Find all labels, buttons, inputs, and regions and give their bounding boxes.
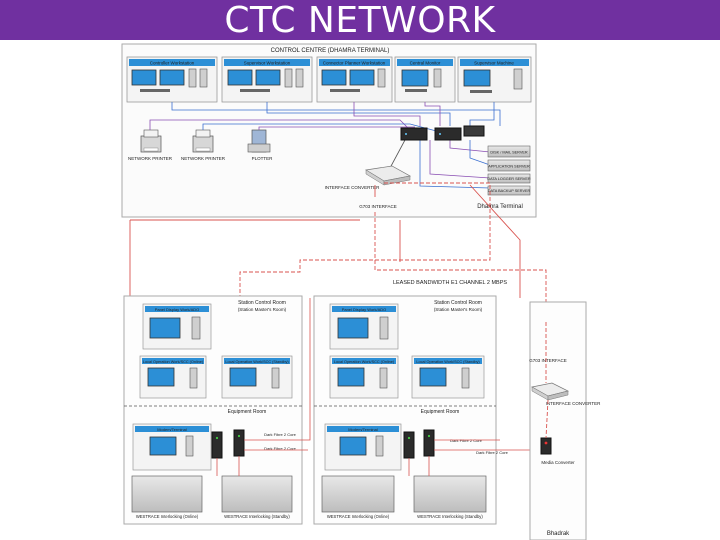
monitor-icon	[401, 68, 442, 92]
tower-icon	[189, 367, 198, 389]
interlocking-label: WESTRACE Interlocking (Standby)	[417, 514, 483, 519]
title-bar	[0, 0, 720, 40]
monitor-icon	[149, 436, 177, 456]
plotter-icon	[247, 129, 271, 153]
printer-label: NETWORK PRINTER	[181, 156, 226, 161]
interlocking-rack	[221, 475, 293, 513]
server-rack	[487, 145, 531, 196]
tower-icon	[185, 435, 194, 457]
equipment-room-label: Equipment Room	[421, 409, 460, 415]
workstation-group: Controller Workstation Supervisor Workst…	[126, 56, 532, 103]
monitor-icon	[463, 68, 523, 93]
monitor-label: Panel Display Work/ADO	[155, 307, 200, 312]
tower-icon	[191, 316, 201, 340]
media-converter-label: Media Converter	[541, 460, 575, 465]
tower-icon	[271, 367, 280, 389]
interlocking-rack	[131, 475, 203, 513]
workstation-label: Controller Workstation	[150, 61, 195, 66]
station-room-subtitle: (Station Master's Room)	[238, 307, 287, 312]
switch-icon	[400, 125, 485, 141]
monitor-icon	[339, 436, 367, 456]
g703-label: G703 INTERFACE	[359, 204, 397, 209]
tower-icon	[461, 367, 470, 389]
server-label: DATA LOGGER SERVER	[487, 177, 531, 181]
interlocking-rack	[413, 475, 487, 513]
workstation-label: Supervisor Machine	[474, 61, 514, 66]
interface-converter-label: INTERFACE CONVERTER	[325, 185, 380, 190]
interface-converter-icon	[365, 165, 412, 186]
bhadrak-section: G703 INTERFACE INTERFACE CONVERTER Media…	[529, 301, 601, 540]
printer-icon	[192, 129, 214, 153]
workstation-label: Central Monitor	[410, 61, 441, 66]
interlocking-label: WESTRACE Interlocking (Online)	[136, 514, 199, 519]
monitor-icon	[337, 367, 365, 387]
tower-icon	[379, 316, 389, 340]
monitor-label: Panel Display Work/ADO	[342, 307, 387, 312]
station-room-subtitle: (Station Master's Room)	[434, 307, 483, 312]
terminal-label: Dhamra Terminal	[477, 204, 523, 210]
station-section: Station Control Room (Station Master's R…	[313, 295, 509, 525]
monitor-icon	[419, 367, 447, 387]
monitor-icon	[337, 317, 369, 339]
workstation-label: Supervisor Workstation	[244, 61, 291, 66]
server-label: APPLICATION SERVER	[488, 165, 530, 169]
monitor-label: Local Operation Work/SCC (Online)	[143, 360, 204, 364]
fibre-label: Dark Fibre 2 Core	[450, 438, 483, 443]
server-label: DATA BACKUP SERVER	[488, 189, 531, 193]
interlocking-label: WESTRACE Interlocking (Standby)	[224, 514, 290, 519]
monitor-icon	[131, 68, 208, 92]
monitor-icon	[229, 367, 257, 387]
interface-converter-label: INTERFACE CONVERTER	[546, 401, 601, 406]
plotter-label: PLOTTER	[252, 156, 274, 161]
station-room-title: Station Control Room	[238, 300, 286, 306]
bhadrak-box	[529, 301, 587, 540]
fibre-label: Dark Fibre 2 Core	[264, 446, 297, 451]
network-diagram: CONTROL CENTRE (DHAMRA TERMINAL) Control…	[121, 43, 601, 540]
workstation-label: Connector Planner Workstation	[323, 61, 386, 66]
interlocking-label: WESTRACE Interlocking (Online)	[327, 514, 390, 519]
tower-icon	[375, 435, 384, 457]
equipment-room-label: Equipment Room	[228, 409, 267, 415]
server-label: DISK / MAIL SERVER	[490, 151, 528, 155]
monitor-icon	[147, 367, 175, 387]
station-section: Station Control Room (Station Master's R…	[123, 295, 303, 525]
control-centre-heading: CONTROL CENTRE (DHAMRA TERMINAL)	[271, 48, 390, 54]
g703-label: G703 INTERFACE	[529, 358, 567, 363]
tower-icon	[379, 367, 388, 389]
monitor-label: Local Operation Work/SCC (Standby)	[416, 360, 480, 364]
station-room-title: Station Control Room	[434, 300, 482, 306]
printer-icon	[140, 129, 162, 153]
monitor-icon	[321, 68, 386, 92]
interlocking-rack	[321, 475, 395, 513]
lan-links	[149, 102, 501, 189]
media-converter-icon	[540, 437, 552, 455]
monitor-label: Local Operation Work/SCC (Online)	[334, 360, 395, 364]
monitor-icon	[227, 68, 304, 92]
terminal-label: Modem/Terminal	[157, 427, 187, 432]
leased-link-label: LEASED BANDWIDTH E1 CHANNEL 2 MBPS	[393, 280, 507, 286]
fibre-label: Dark Fibre 2 Core	[264, 432, 297, 437]
page-title: CTC NETWORK	[224, 0, 496, 41]
terminal-label: Modem/Terminal	[348, 427, 378, 432]
monitor-icon	[149, 317, 181, 339]
bhadrak-links	[545, 322, 549, 439]
fibre-label: Dark Fibre 2 Core	[476, 450, 509, 455]
printer-label: NETWORK PRINTER	[128, 156, 173, 161]
bhadrak-label: Bhadrak	[547, 531, 570, 537]
monitor-label: Local Operation Work/SCC (Standby)	[225, 360, 289, 364]
